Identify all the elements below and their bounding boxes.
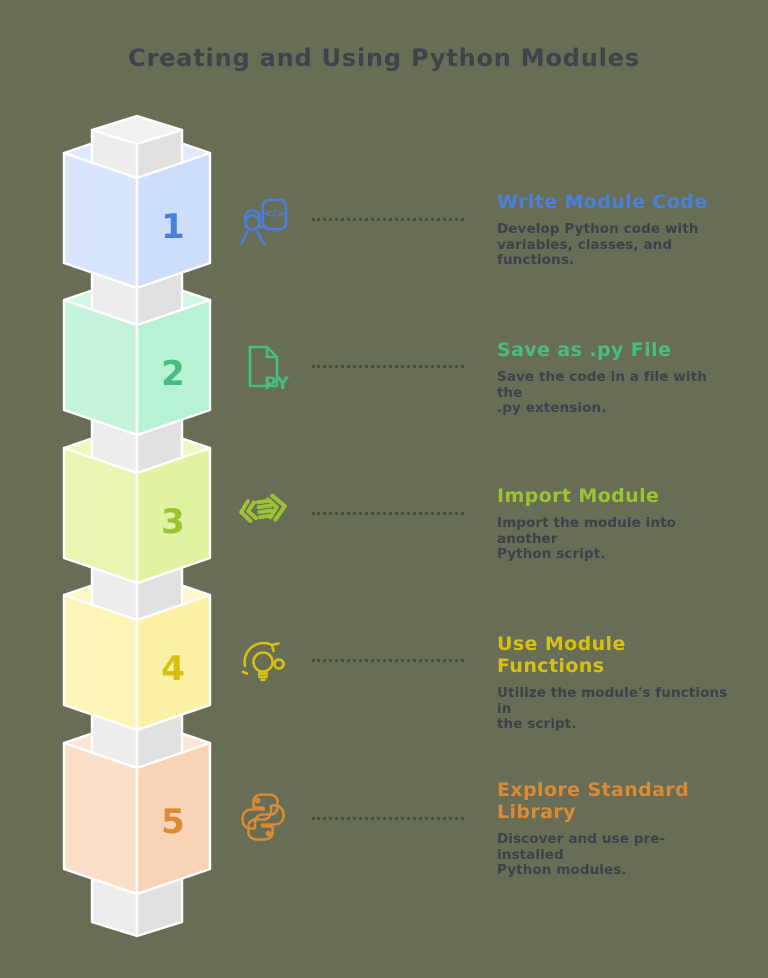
step-3-text: Import Module Import the module into ano…	[497, 485, 729, 563]
cube-tower-illustration: 1 2 3 4 5	[62, 114, 212, 938]
step-title: Explore Standard Library	[497, 779, 690, 823]
step-title: Write Module Code	[497, 191, 708, 213]
lightbulb-refresh-icon	[241, 641, 285, 682]
python-logo-icon	[241, 793, 285, 841]
page-title: Creating and Using Python Modules	[128, 44, 640, 72]
step-description: Import the module into another Python sc…	[497, 515, 677, 562]
cube-step-3: 3	[62, 446, 212, 585]
dotted-connector	[312, 659, 464, 662]
step-number: 4	[161, 649, 185, 689]
py-file-icon: PY	[248, 345, 289, 394]
step-2-text: Save as .py File Save the code in a file…	[497, 339, 729, 417]
step-number: 3	[161, 502, 185, 542]
dotted-connector	[312, 218, 464, 221]
step-number: 1	[161, 207, 185, 247]
svg-text:PY: PY	[264, 374, 289, 394]
dotted-connector	[312, 512, 464, 515]
step-4-text: Use Module Functions Utilize the module'…	[497, 633, 729, 733]
developer-writing-code-icon: </>	[239, 198, 288, 246]
svg-text:</>: </>	[264, 208, 285, 220]
dotted-connector	[312, 817, 464, 820]
step-1-text: Write Module Code Develop Python code wi…	[497, 191, 729, 269]
step-description: Develop Python code with variables, clas…	[497, 221, 699, 268]
step-title: Save as .py File	[497, 339, 672, 361]
step-description: Save the code in a file with the .py ext…	[497, 369, 707, 416]
import-arrows-icon	[239, 493, 287, 523]
cube-step-4: 4	[62, 593, 212, 732]
step-number: 5	[161, 802, 185, 842]
cube-step-2: 2	[62, 298, 212, 437]
step-5-text: Explore Standard Library Discover and us…	[497, 779, 729, 879]
cube-step-5: 5	[62, 741, 212, 896]
step-description: Discover and use pre-installed Python mo…	[497, 831, 666, 878]
step-title: Use Module Functions	[497, 633, 626, 677]
dotted-connector	[312, 365, 464, 368]
cube-step-1: 1	[62, 151, 212, 290]
step-title: Import Module	[497, 485, 660, 507]
step-number: 2	[161, 354, 185, 394]
step-description: Utilize the module's functions in the sc…	[497, 685, 728, 732]
